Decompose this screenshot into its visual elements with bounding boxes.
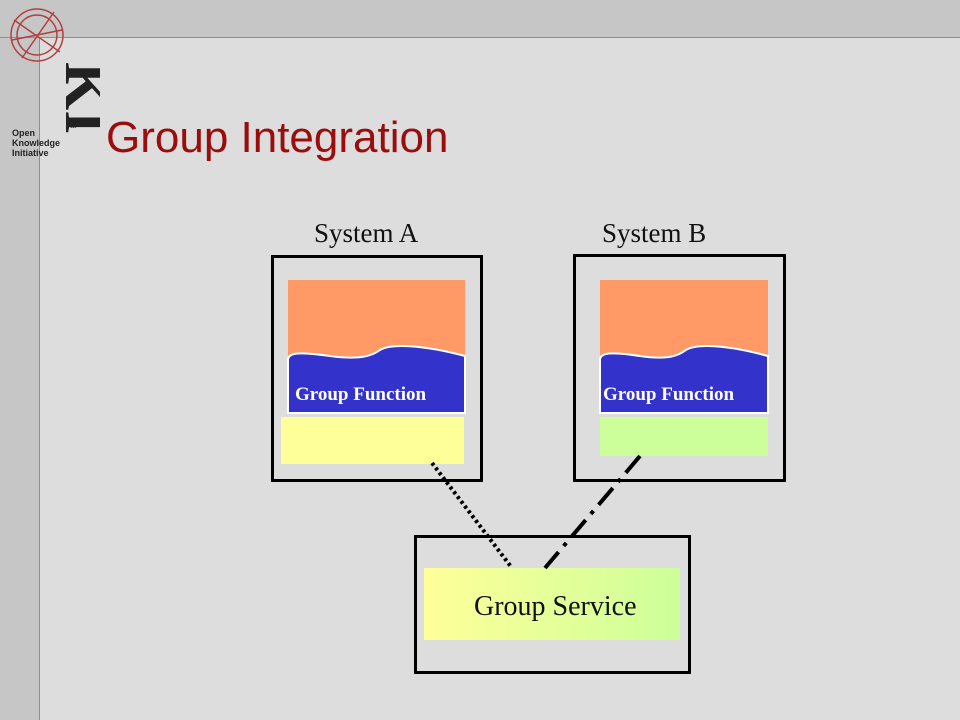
system-a-box (271, 255, 483, 482)
system-b-connection-line (543, 454, 642, 570)
left-band (0, 0, 40, 720)
logo-tm: TM (66, 123, 76, 130)
system-b-components (599, 280, 769, 456)
system-a-connection-line (430, 461, 514, 570)
group-service-label: Group Service (474, 591, 637, 622)
system-a-connector-block (281, 417, 464, 464)
top-band (0, 0, 960, 38)
group-service-block (424, 568, 680, 640)
slide-title: Group Integration (106, 113, 449, 162)
logo-line-open: Open (12, 128, 36, 138)
system-b-label: System B (602, 218, 707, 248)
system-b-box (573, 254, 786, 482)
system-b-group-function-block (599, 345, 769, 414)
logo-circle-icon (10, 8, 64, 62)
system-a-label: System A (314, 218, 419, 248)
logo-line-initiative: Initiative (12, 148, 49, 158)
system-b-group-function-label: Group Function (603, 384, 735, 405)
group-service-box (414, 535, 691, 674)
system-a-group-function-block (287, 345, 466, 414)
logo-line-knowledge: Knowledge (12, 138, 61, 148)
system-a-components (281, 280, 466, 464)
system-a-group-function-label: Group Function (295, 384, 427, 405)
system-b-connector-block (600, 417, 768, 456)
